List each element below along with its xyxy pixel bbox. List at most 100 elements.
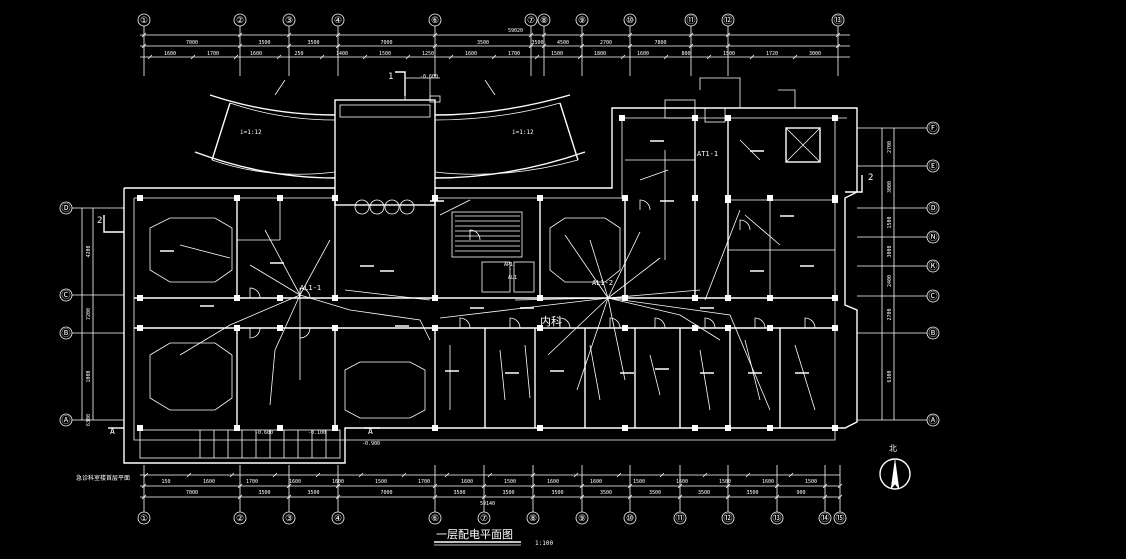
grid-top-2: ③ xyxy=(285,16,293,26)
entrance-canopy xyxy=(334,77,441,215)
grid-top-9: ⑪ xyxy=(686,15,695,26)
top-minor-dim-9: 1500 xyxy=(551,51,563,57)
right-dim-0: 2700 xyxy=(887,141,893,153)
wire-26 xyxy=(179,244,231,259)
wire-33 xyxy=(744,339,761,401)
bottom-major-dim-4: 3500 xyxy=(453,490,465,496)
grid-bottom-3: ④ xyxy=(334,514,342,524)
grid-top-7: ⑨ xyxy=(578,16,586,26)
top-minor-dim-15: 3000 xyxy=(809,51,821,57)
wire-0 xyxy=(564,234,609,299)
cut-mark-a-left: A xyxy=(110,427,115,436)
top-minor-dim-6: 1250 xyxy=(422,51,434,57)
cut-mark-a-right: A xyxy=(368,427,373,436)
left-dimension-lines xyxy=(81,208,94,420)
wire-5 xyxy=(576,297,609,391)
right-dimension-lines xyxy=(881,128,895,420)
bottom-major-dim-0: 7000 xyxy=(186,490,198,496)
wire-24 xyxy=(744,214,781,246)
right-dim-1: 3000 xyxy=(887,181,893,193)
annotation-mark-15 xyxy=(750,150,764,152)
entrance-steps xyxy=(199,430,327,458)
annotation-mark-23 xyxy=(700,307,714,309)
bottom-major-dim-8: 3500 xyxy=(649,490,661,496)
top-total-dim: 59020 xyxy=(508,28,523,34)
bottom-major-dim-2: 3500 xyxy=(307,490,319,496)
top-major-dim-5: 3500 xyxy=(531,40,543,46)
ramp-label-left: i=1:12 xyxy=(240,129,262,136)
top-major-dim-8: 7800 xyxy=(654,40,666,46)
annotation-mark-5 xyxy=(395,325,409,327)
grid-top-3: ④ xyxy=(334,16,342,26)
wire-19 xyxy=(344,289,431,301)
ramp-label-right: i=1:12 xyxy=(512,129,534,136)
grid-right-5: Ⓒ xyxy=(928,291,937,302)
top-minor-dim-10: 1800 xyxy=(594,51,606,57)
top-major-dim-1: 3500 xyxy=(258,40,270,46)
wire-30 xyxy=(589,344,601,401)
bottom-major-dim-6: 3500 xyxy=(551,490,563,496)
annotation-mark-4 xyxy=(380,270,394,272)
bottom-major-dim-7: 3500 xyxy=(600,490,612,496)
elev-mark-2: -0.100 xyxy=(308,430,326,436)
annotation-mark-20 xyxy=(430,200,444,202)
top-major-dim-7: 2700 xyxy=(600,40,612,46)
annotation-mark-1 xyxy=(200,305,214,307)
wire-29 xyxy=(524,344,531,399)
top-major-dim-0: 7000 xyxy=(186,40,198,46)
grid-left-1: Ⓒ xyxy=(61,290,70,301)
bottom-minor-dim-3: 1600 xyxy=(289,479,301,485)
grid-bottom-1: ② xyxy=(236,514,244,524)
wire-34 xyxy=(794,344,816,411)
bottom-minor-dim-2: 1700 xyxy=(246,479,258,485)
grid-right-7: Ⓐ xyxy=(928,415,937,426)
elev-mark-1: -0.600 xyxy=(420,74,438,80)
entrance-ramps xyxy=(194,79,586,179)
annotation-mark-21 xyxy=(520,307,534,309)
left-dim-3: 6300 xyxy=(86,414,92,426)
wire-25 xyxy=(439,199,471,216)
grid-left-0: Ⓓ xyxy=(61,203,70,214)
top-major-dim-3: 7000 xyxy=(380,40,392,46)
section-mark-2-left: 2 xyxy=(97,216,102,226)
bottom-minor-dim-7: 1600 xyxy=(461,479,473,485)
annotation-mark-0 xyxy=(160,250,174,252)
elev-mark-4: -0.600 xyxy=(255,430,273,436)
bottom-major-dim-11: 900 xyxy=(796,490,805,496)
grid-top-8: ⑩ xyxy=(626,16,634,26)
center-label: 内科 xyxy=(540,314,562,328)
labels: 内科 AL1-1 AL1-2 AT1-1 AP1 AL1 1 2 2 -0.60… xyxy=(76,28,897,547)
grid-left-2: Ⓑ xyxy=(61,328,70,339)
wire-28 xyxy=(499,349,506,401)
grid-top-5: ⑦ xyxy=(527,16,535,26)
top-major-dim-6: 4500 xyxy=(557,40,569,46)
annotation-mark-2 xyxy=(270,262,284,264)
bottom-minor-dim-15: 1500 xyxy=(805,479,817,485)
grid-top-1: ② xyxy=(236,16,244,26)
bottom-major-dim-5: 3500 xyxy=(502,490,514,496)
wire-23 xyxy=(704,209,741,301)
grid-top-10: ⑫ xyxy=(723,15,732,26)
wire-16 xyxy=(179,294,301,356)
bottom-minor-dim-11: 1500 xyxy=(633,479,645,485)
bottom-major-dim-1: 3500 xyxy=(258,490,270,496)
wire-32 xyxy=(699,349,711,411)
annotation-mark-16 xyxy=(660,200,674,202)
wire-9 xyxy=(514,297,609,301)
grid-bottom-12: ⑭ xyxy=(820,513,829,524)
panel-label-al1-1: AL1-1 xyxy=(300,284,321,292)
left-dim-2: 1000 xyxy=(86,370,92,382)
revolving-doors xyxy=(354,199,415,215)
grid-top-0: ① xyxy=(140,16,148,26)
wire-31 xyxy=(649,354,661,396)
right-dim-6: 6300 xyxy=(887,370,893,382)
grid-bottom-11: ⑬ xyxy=(772,513,781,524)
electrical-wiring xyxy=(179,139,816,411)
top-major-dim-4: 3500 xyxy=(477,40,489,46)
section-mark-2-right: 2 xyxy=(868,173,873,183)
bottom-major-dim-9: 3500 xyxy=(698,490,710,496)
wire-13 xyxy=(299,294,431,341)
